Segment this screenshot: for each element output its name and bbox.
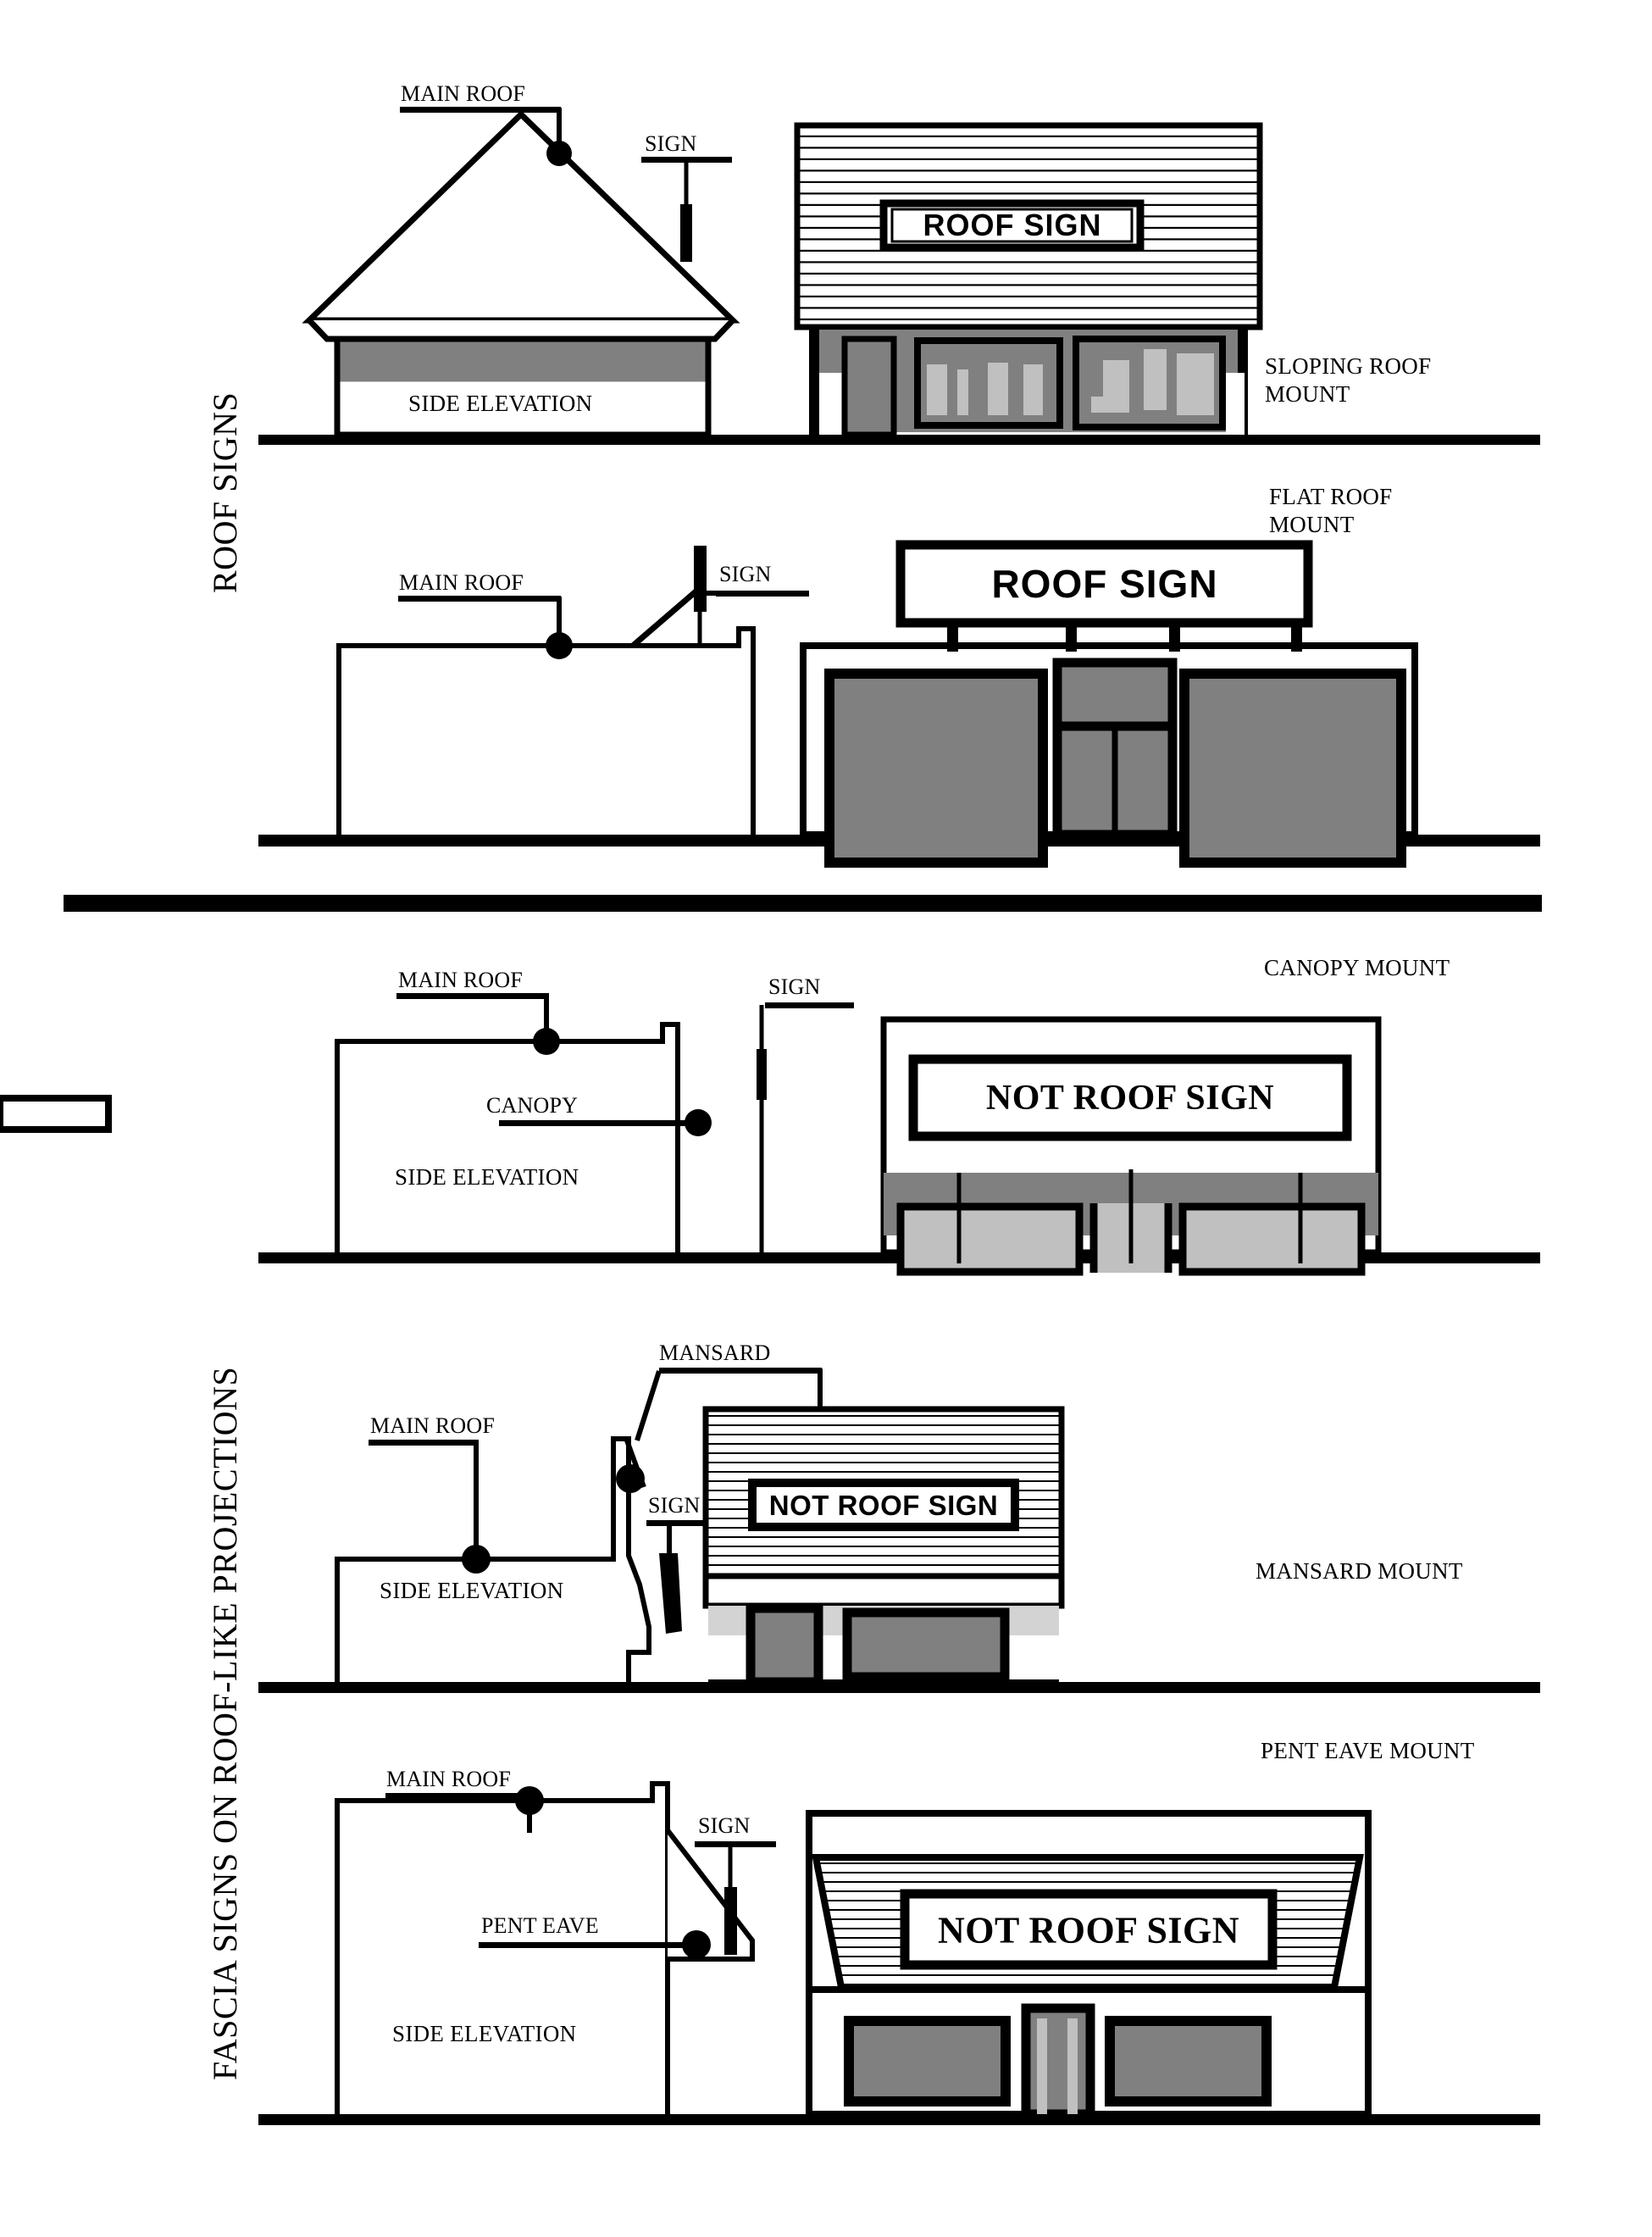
- callout-sign-5: [695, 1841, 776, 1847]
- panel-mansard-mount: [258, 1368, 1540, 1693]
- caption-pent-eave-mount: PENT EAVE MOUNT: [1261, 1738, 1475, 1763]
- canopy-front-elevation: [880, 1016, 1382, 1276]
- panel-sloping-roof-mount: [258, 107, 1540, 445]
- callout-main-roof-2: [398, 596, 573, 659]
- panel-flat-roof-mount: [258, 540, 1540, 868]
- caption-canopy-mount: CANOPY MOUNT: [1264, 955, 1450, 980]
- callout-canopy: [499, 1109, 712, 1136]
- mansard-front-elevation: [702, 1406, 1065, 1687]
- label-sign-4: SIGN: [648, 1493, 701, 1518]
- caption-side-elevation-1: SIDE ELEVATION: [408, 391, 593, 416]
- label-main-roof-1: MAIN ROOF: [401, 81, 525, 106]
- label-sign-1: SIGN: [645, 131, 697, 156]
- flat-front-elevation: [800, 540, 1418, 868]
- sign-text-not-roof-sign-canopy: NOT ROOF SIGN: [985, 1079, 1275, 1118]
- section-title-fascia-signs: FASCIA SIGNS ON ROOF-LIKE PROJECTIONS: [206, 1366, 244, 2080]
- panel-canopy-mount: [0, 993, 1540, 1276]
- label-sign-3: SIGN: [768, 974, 821, 999]
- callout-main-roof-3: [396, 993, 560, 1055]
- callout-main-roof-1: [400, 107, 572, 166]
- label-main-roof-5: MAIN ROOF: [386, 1767, 511, 1791]
- callout-sign-4: [646, 1520, 743, 1557]
- sloping-front-elevation: [794, 122, 1263, 438]
- sign-text-not-roof-sign-mansard: NOT ROOF SIGN: [768, 1490, 999, 1521]
- caption-side-elevation-3: SIDE ELEVATION: [380, 1578, 564, 1603]
- section-title-roof-signs: ROOF SIGNS: [206, 391, 244, 593]
- section-divider: [64, 895, 1542, 912]
- sign-text-roof-sign-sloping: ROOF SIGN: [923, 208, 1102, 242]
- callout-sign-1: [641, 157, 732, 262]
- label-canopy: CANOPY: [486, 1093, 579, 1118]
- label-main-roof-3: MAIN ROOF: [398, 968, 523, 992]
- label-main-roof-2: MAIN ROOF: [399, 570, 524, 595]
- label-sign-2: SIGN: [719, 562, 772, 586]
- caption-flat-roof-mount: FLAT ROOF MOUNT: [1269, 484, 1393, 537]
- panel-pent-eave-mount: [258, 1781, 1540, 2125]
- callout-main-roof-4: [369, 1440, 491, 1574]
- caption-side-elevation-4: SIDE ELEVATION: [392, 2021, 577, 2046]
- caption-side-elevation-2: SIDE ELEVATION: [395, 1164, 579, 1190]
- flat-side-elevation: [336, 546, 756, 835]
- canopy-side-elevation: [0, 1022, 767, 1252]
- caption-sloping-roof-mount: SLOPING ROOF MOUNT: [1265, 353, 1432, 407]
- caption-mansard-mount: MANSARD MOUNT: [1256, 1558, 1463, 1584]
- callout-sign-2: [707, 591, 809, 597]
- sign-text-roof-sign-flat: ROOF SIGN: [991, 562, 1218, 606]
- sign-text-not-roof-sign-pent: NOT ROOF SIGN: [937, 1909, 1240, 1951]
- callout-sign-3: [759, 1002, 854, 1051]
- label-mansard: MANSARD: [659, 1341, 771, 1365]
- mansard-side-elevation: [335, 1436, 682, 1682]
- label-pent-eave: PENT EAVE: [481, 1913, 599, 1938]
- label-main-roof-4: MAIN ROOF: [370, 1413, 495, 1438]
- pent-side-elevation: [335, 1781, 755, 2114]
- label-sign-5: SIGN: [698, 1813, 751, 1838]
- callout-pent-eave: [479, 1930, 711, 1959]
- callout-main-roof-5: [385, 1786, 544, 1833]
- pent-front-elevation: [806, 1810, 1372, 2119]
- sloping-side-elevation: [302, 110, 740, 438]
